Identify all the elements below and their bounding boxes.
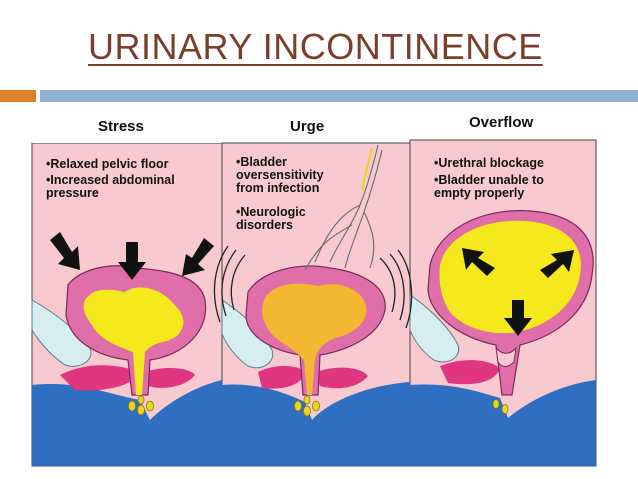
slide-title: URINARY INCONTINENCE — [88, 26, 543, 67]
urine-urge — [262, 283, 367, 395]
nerve-lines-urge — [304, 144, 383, 271]
spasm-arcs-urge — [213, 245, 413, 329]
urine-overflow — [439, 220, 581, 334]
outward-arrows-overflow — [462, 248, 574, 336]
sphincter-urge-right — [316, 367, 368, 389]
bullet-stress-2: •Increased abdominal pressure — [46, 173, 175, 200]
sphincter-stress — [60, 365, 140, 391]
sphincter-stress-right — [145, 368, 195, 388]
urethral-blockage-overflow — [495, 346, 517, 367]
panel-title-stress: Stress — [98, 118, 144, 135]
pelvic-floor-overflow — [410, 380, 596, 466]
accent-bar-orange — [0, 90, 36, 102]
urine-stress — [83, 287, 184, 395]
bullet-stress-1: •Relaxed pelvic floor — [46, 157, 169, 171]
accent-bar-blue — [40, 90, 638, 102]
nerve-highlight-urge — [361, 147, 373, 191]
sphincter-overflow — [440, 360, 500, 385]
droplets-urge — [294, 395, 320, 417]
bullet-urge-2: •Neurologic disorders — [236, 205, 306, 232]
sphincter-urge — [258, 365, 306, 389]
pubic-bone-stress — [31, 299, 92, 367]
bullet-urge-1: •Bladder oversensitivity from infection — [236, 155, 324, 195]
pressure-arrows-stress — [50, 232, 214, 280]
pubic-bone-overflow — [409, 294, 460, 363]
droplets-stress — [128, 395, 154, 416]
pelvic-floor-urge — [222, 382, 410, 466]
droplets-overflow — [492, 399, 509, 414]
bullet-overflow-1: •Urethral blockage — [434, 156, 544, 170]
pelvic-floor-stress — [32, 380, 222, 466]
panel-title-urge: Urge — [290, 118, 325, 135]
bullet-overflow-2: •Bladder unable to empty properly — [434, 173, 544, 200]
panel-title-overflow: Overflow — [469, 114, 534, 131]
